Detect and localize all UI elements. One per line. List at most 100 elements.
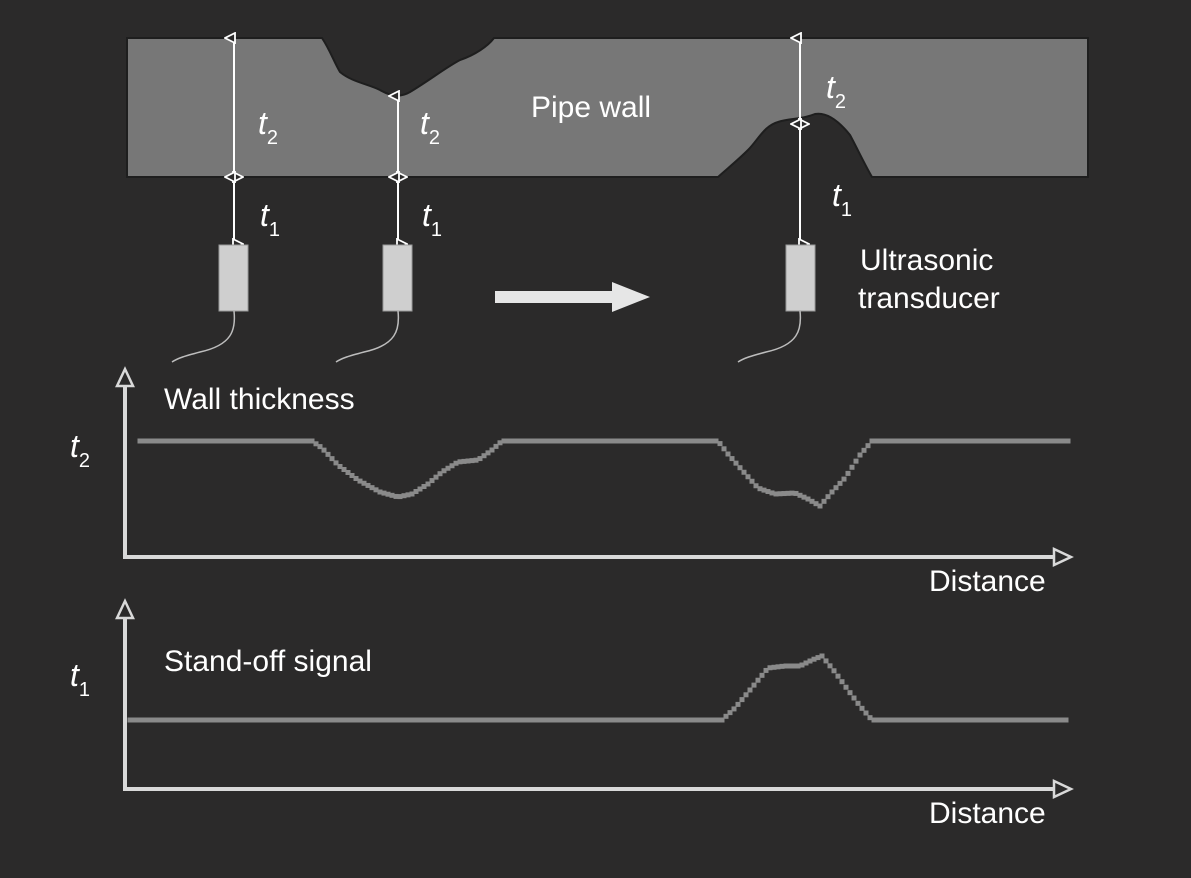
standoff-point xyxy=(663,717,669,723)
wall-thickness-point xyxy=(661,438,667,444)
standoff-point xyxy=(843,684,849,690)
standoff-point xyxy=(447,717,453,723)
standoff-point xyxy=(795,663,801,669)
standoff-point xyxy=(847,690,853,696)
wall-thickness-point xyxy=(1037,438,1043,444)
standoff-point xyxy=(1055,717,1061,723)
wall-thickness-point xyxy=(677,438,683,444)
wall-thickness-point xyxy=(265,438,271,444)
wall-thickness-point xyxy=(593,438,599,444)
wall-thickness-point xyxy=(773,491,779,497)
standoff-point xyxy=(591,717,597,723)
wall-thickness-point xyxy=(917,438,923,444)
standoff-point xyxy=(731,706,737,712)
standoff-point xyxy=(415,717,421,723)
standoff-point xyxy=(803,660,809,666)
standoff-point xyxy=(167,717,173,723)
wall-thickness-point xyxy=(717,441,723,447)
wall-thickness-point xyxy=(305,438,311,444)
standoff-point xyxy=(299,717,305,723)
wall-thickness-point xyxy=(801,494,807,500)
wall-thickness-point xyxy=(257,438,263,444)
wall-thickness-point xyxy=(897,438,903,444)
wall-thickness-point xyxy=(153,438,159,444)
standoff-point xyxy=(487,717,493,723)
wall-thickness-point xyxy=(449,463,455,469)
wall-thickness-point xyxy=(337,464,343,469)
transducer-label-line2: transducer xyxy=(858,282,1000,315)
standoff-point xyxy=(367,717,373,723)
standoff-point xyxy=(927,717,933,723)
wall-thickness-point xyxy=(185,438,191,444)
standoff-point xyxy=(191,717,197,723)
wall-thickness-point xyxy=(709,438,715,444)
wall-thickness-point xyxy=(313,441,319,447)
standoff-point xyxy=(775,664,781,670)
wall-thickness-point xyxy=(417,486,423,492)
wall-thickness-point xyxy=(329,456,335,462)
standoff-point xyxy=(747,687,753,693)
standoff-point xyxy=(295,717,301,723)
wall-thickness-point xyxy=(1005,438,1011,444)
standoff-point xyxy=(179,717,185,723)
wall-thickness-point xyxy=(197,438,203,444)
standoff-point xyxy=(835,673,841,679)
wall-thickness-point xyxy=(249,438,255,444)
standoff-point xyxy=(199,717,205,723)
standoff-point xyxy=(1059,717,1065,723)
wall-thickness-point xyxy=(965,438,971,444)
wall-thickness-point xyxy=(1065,438,1071,444)
wall-thickness-point xyxy=(981,438,987,444)
wall-thickness-point xyxy=(541,438,547,444)
standoff-point xyxy=(139,717,145,723)
wall-thickness-point xyxy=(813,501,819,507)
wall-thickness-point xyxy=(769,490,775,496)
wall-thickness-point xyxy=(441,468,447,474)
wall-thickness-point xyxy=(561,438,567,444)
standoff-point xyxy=(691,717,697,723)
standoff-point xyxy=(903,717,909,723)
standoff-point xyxy=(491,717,497,723)
wall-thickness-point xyxy=(1021,438,1027,444)
standoff-point xyxy=(315,717,321,723)
standoff-point xyxy=(671,717,677,723)
wall-thickness-point xyxy=(453,460,459,466)
standoff-point xyxy=(451,717,457,723)
t1-label-3: t1 xyxy=(832,177,852,221)
standoff-point xyxy=(143,717,149,723)
wall-thickness-point xyxy=(673,438,679,444)
standoff-point xyxy=(243,717,249,723)
cable-1 xyxy=(171,310,236,363)
standoff-point xyxy=(643,717,649,723)
standoff-point xyxy=(263,717,269,723)
standoff-point xyxy=(863,710,869,716)
standoff-point xyxy=(1011,717,1017,723)
wall-thickness-point xyxy=(765,489,771,495)
standoff-point xyxy=(455,717,461,723)
standoff-point xyxy=(559,717,565,723)
wall-thickness-point xyxy=(885,438,891,444)
wall-thickness-point xyxy=(905,438,911,444)
wall-thickness-point xyxy=(537,438,543,444)
standoff-point xyxy=(311,717,317,723)
wall-thickness-point xyxy=(909,438,915,444)
cable-2 xyxy=(335,310,400,363)
wall-thickness-point xyxy=(201,438,207,444)
wall-thickness-point xyxy=(649,438,655,444)
standoff-point xyxy=(539,717,545,723)
standoff-point xyxy=(811,656,817,662)
wall-thickness-point xyxy=(437,471,443,477)
standoff-axes xyxy=(123,610,1068,791)
wall-thickness-point xyxy=(577,438,583,444)
standoff-point xyxy=(723,713,729,719)
wall-thickness-point xyxy=(629,438,635,444)
standoff-point xyxy=(779,663,785,669)
wall-thickness-point xyxy=(393,493,399,499)
standoff-point xyxy=(355,717,361,723)
standoff-point xyxy=(735,701,741,707)
wall-thickness-point xyxy=(997,438,1003,444)
standoff-point xyxy=(183,717,189,723)
wall-thickness-point xyxy=(549,438,555,444)
standoff-point xyxy=(983,717,989,723)
wall-thickness-point xyxy=(457,459,463,465)
